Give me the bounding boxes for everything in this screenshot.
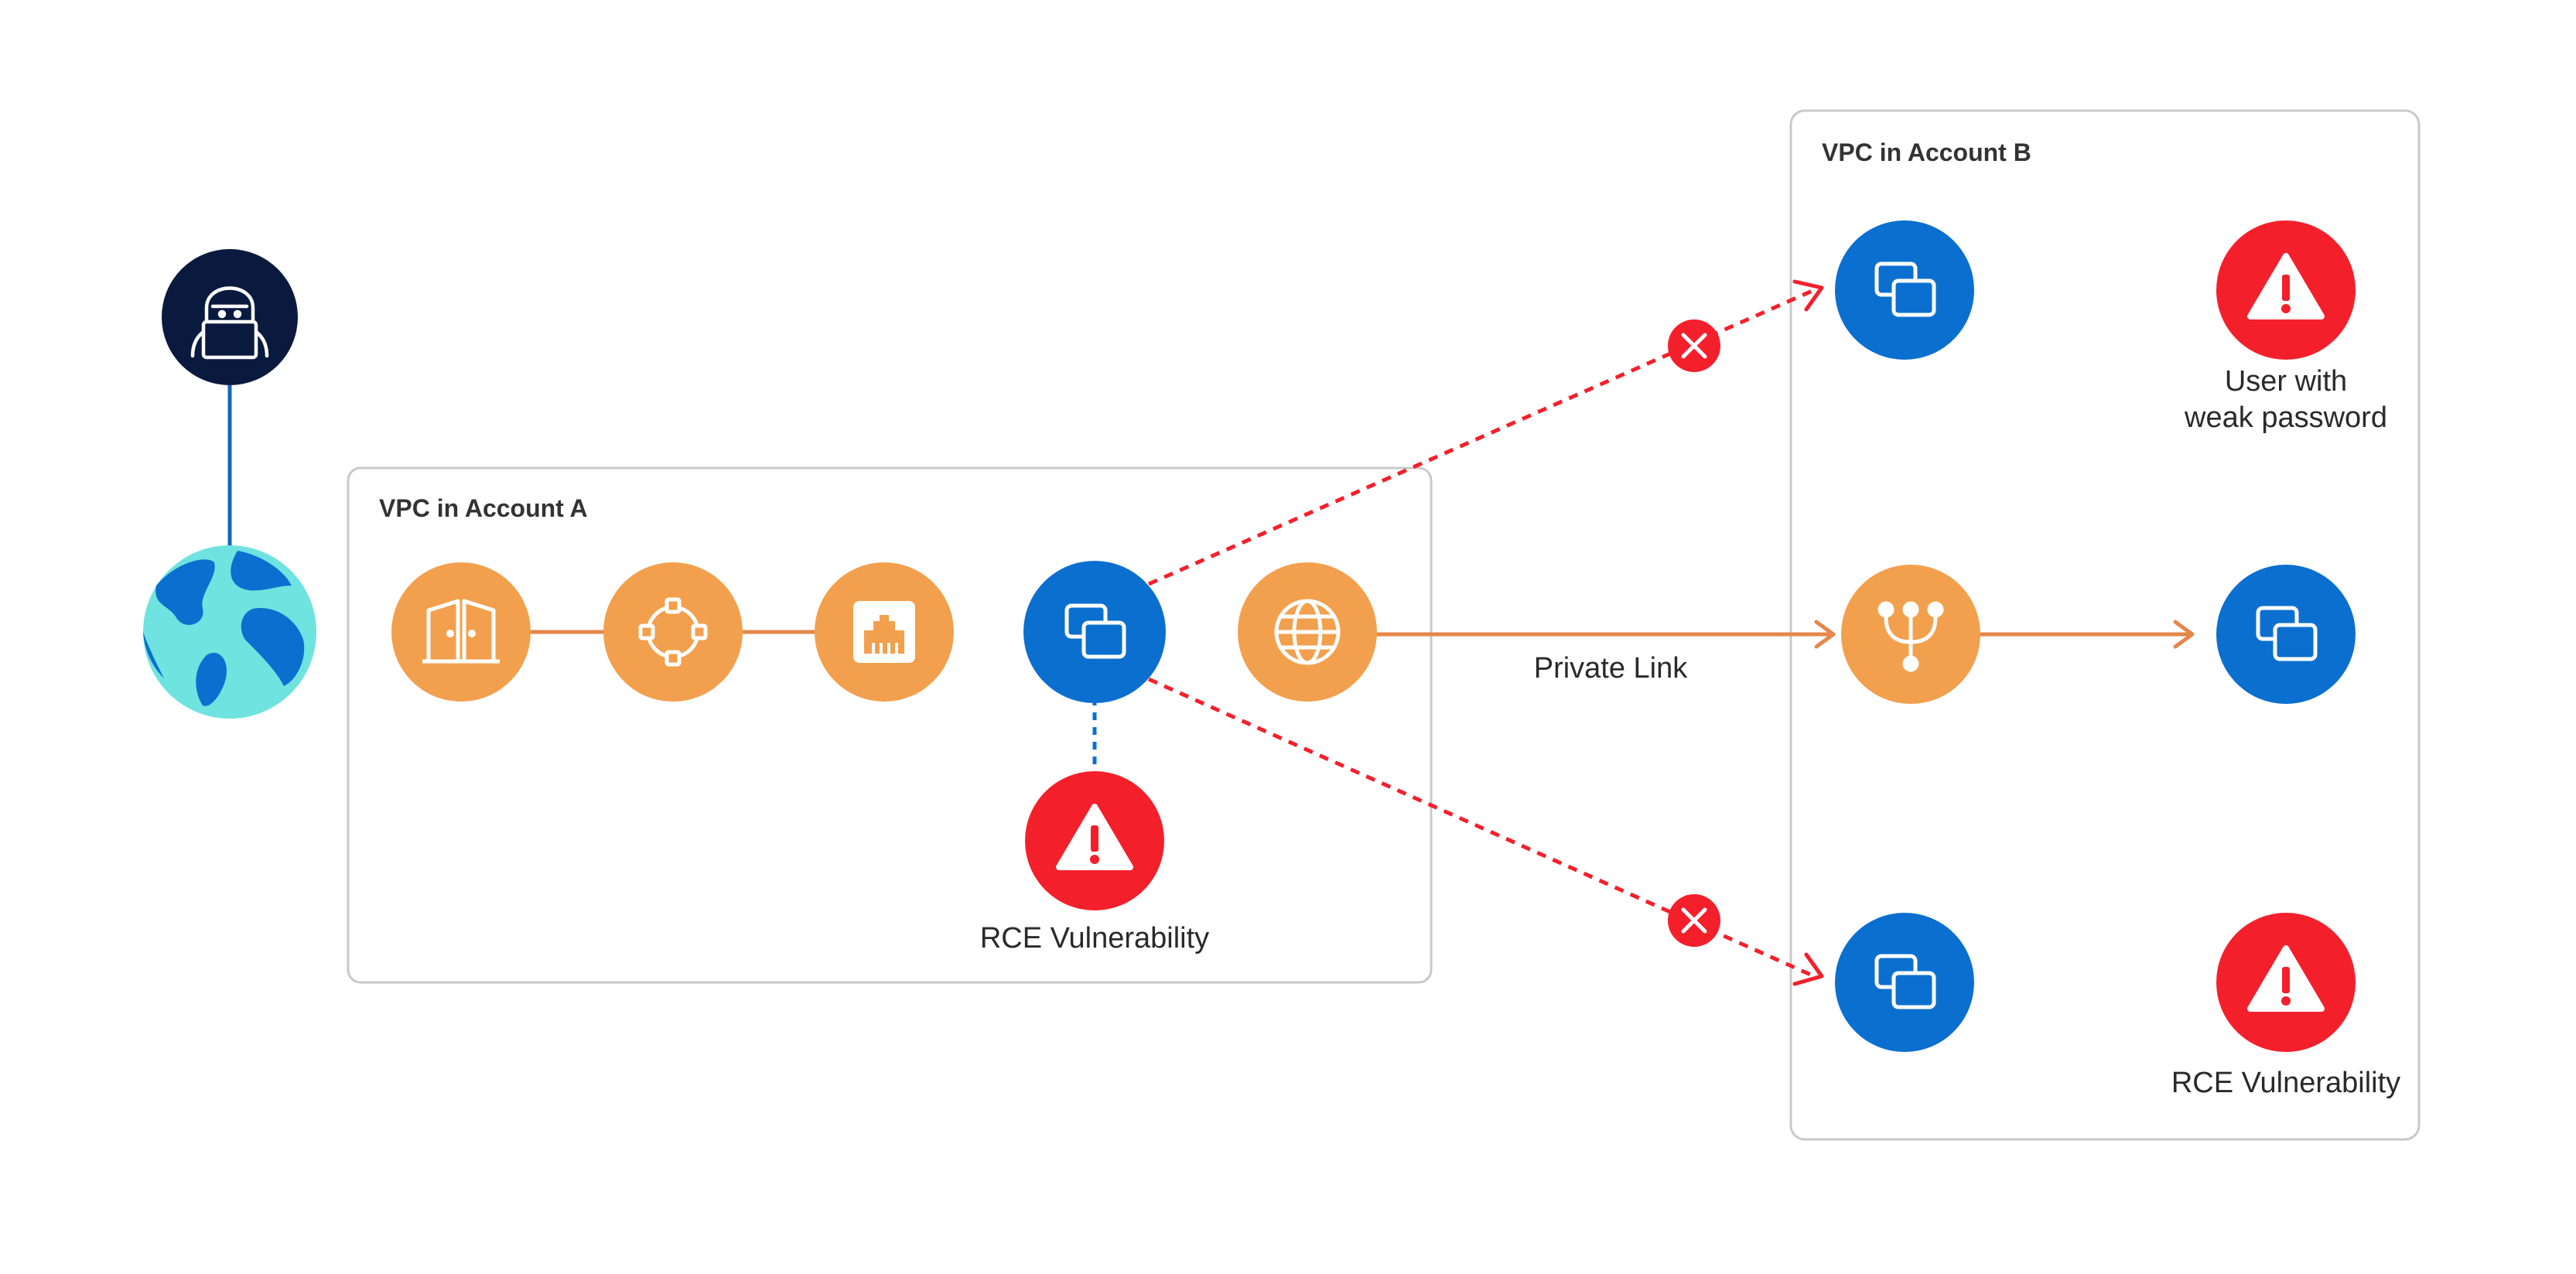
rce-vulnerability-b-label: RCE Vulnerability xyxy=(2171,1067,2400,1099)
instance-a-node[interactable] xyxy=(1023,561,1166,703)
instance-b1-node[interactable] xyxy=(1835,220,1974,360)
blocked-x-icon xyxy=(1668,319,1720,372)
weak-password-node[interactable] xyxy=(2216,220,2356,360)
network-interface-node[interactable] xyxy=(815,562,954,702)
rce-vulnerability-a-label: RCE Vulnerability xyxy=(980,922,1209,955)
vpc-account-a-title: VPC in Account A xyxy=(379,494,588,522)
load-balancer-node[interactable] xyxy=(603,562,743,702)
web-endpoint-icon xyxy=(1274,599,1341,665)
vpc-account-b-box: VPC in Account B xyxy=(1789,109,2421,1141)
web-endpoint-node[interactable] xyxy=(1238,562,1377,702)
service-instance-arrowhead xyxy=(2173,620,2195,649)
internet-node[interactable] xyxy=(143,545,316,719)
instance-b3-node[interactable] xyxy=(1835,913,1974,1052)
private-link-label: Private Link xyxy=(1534,652,1689,685)
instance-b2-node[interactable] xyxy=(2216,565,2356,704)
rce-vulnerability-a-node[interactable] xyxy=(1025,771,1164,910)
gateway-icon xyxy=(422,599,500,664)
endpoint-service-node[interactable] xyxy=(1841,565,1980,704)
network-interface-icon xyxy=(853,601,915,663)
connections xyxy=(227,279,2216,986)
private-link-arrowhead xyxy=(1814,620,1836,649)
blocked-upper-marker xyxy=(1668,319,1720,372)
load-balancer-icon xyxy=(638,597,708,667)
blocked-path-lower-arrowhead xyxy=(1792,952,1824,986)
globe-icon xyxy=(143,551,305,706)
weak-password-label-line2: weak password xyxy=(2184,401,2387,434)
blocked-x-icon xyxy=(1668,894,1720,947)
vpc-account-a-box: VPC in Account A xyxy=(347,466,1433,984)
blocked-path-lower xyxy=(1147,677,1816,979)
fork-icon xyxy=(1877,601,1944,672)
vpc-account-b-title: VPC in Account B xyxy=(1822,138,2031,166)
blocked-path-upper xyxy=(1147,288,1816,586)
blocked-path-upper-arrowhead xyxy=(1792,279,1824,312)
gateway-node[interactable] xyxy=(391,562,531,702)
rce-vulnerability-b-node[interactable] xyxy=(2216,913,2356,1052)
hacker-icon xyxy=(190,286,269,360)
blocked-lower-marker xyxy=(1668,894,1720,947)
attacker-node[interactable] xyxy=(162,249,298,385)
weak-password-label-line1: User with xyxy=(2225,365,2347,398)
